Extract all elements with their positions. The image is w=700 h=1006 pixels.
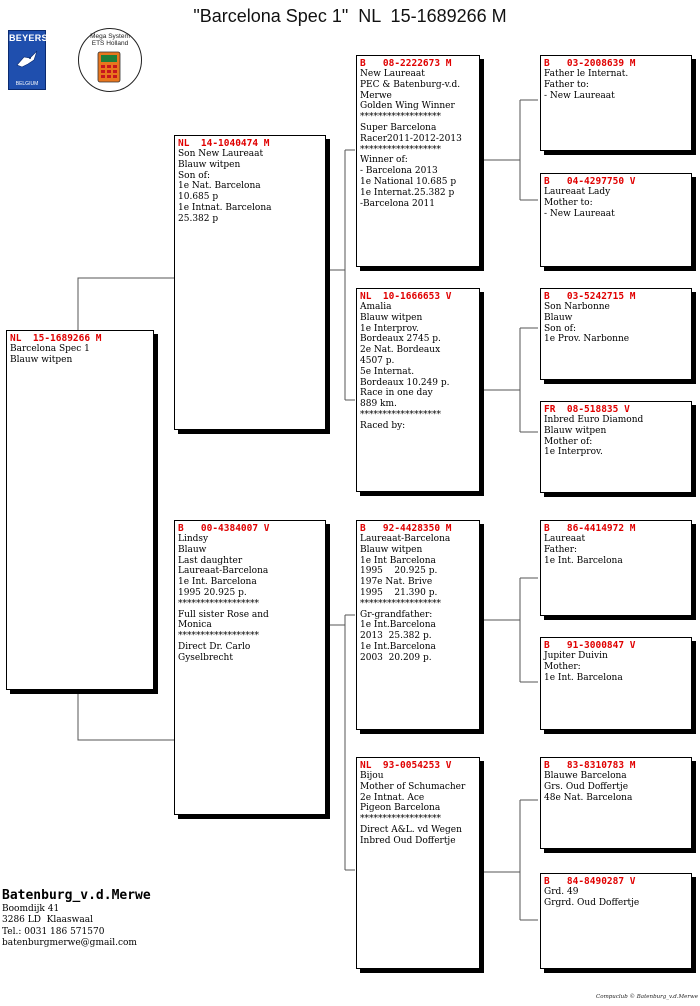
pedigree-box-gg8: B 84-8490287 V Grd. 49 Grgrd. Oud Doffer… bbox=[540, 873, 692, 969]
ring-number: B 84-8490287 V bbox=[544, 876, 636, 887]
pedigree-box-gg3: B 03-5242715 M Son Narbonne Blauw Son of… bbox=[540, 288, 692, 380]
pigeon-details: Lindsy Blauw Last daughter Laureaat-Barc… bbox=[178, 534, 269, 663]
ring-number: B 91-3000847 V bbox=[544, 640, 636, 651]
mega-logo-line2: ETS Holland bbox=[91, 40, 129, 47]
pedigree-box-subject: NL 15-1689266 M Barcelona Spec 1 Blauw w… bbox=[6, 330, 154, 690]
ring-number: NL 14-1040474 M bbox=[178, 138, 270, 149]
pigeon-details: Laureaat Lady Mother to: - New Laureaat bbox=[544, 187, 615, 219]
ring-number: NL 10-1666653 V bbox=[360, 291, 452, 302]
mega-logo-line1: Mega System bbox=[90, 33, 130, 40]
pedigree-box-sire: NL 14-1040474 M Son New Laureaat Blauw w… bbox=[174, 135, 326, 430]
pigeon-details: Son New Laureaat Blauw witpen Son of: 1e… bbox=[178, 149, 272, 224]
ring-number: B 03-2008639 M bbox=[544, 58, 636, 69]
owner-email: batenburgmerwe@gmail.com bbox=[2, 938, 137, 949]
ring-number: B 86-4414972 M bbox=[544, 523, 636, 534]
pigeon-details: Laureaat-Barcelona Blauw witpen 1e Int B… bbox=[360, 534, 451, 663]
pigeon-details: Laureaat Father: 1e Int. Barcelona bbox=[544, 534, 623, 566]
pedigree-box-dam: B 00-4384007 V Lindsy Blauw Last daughte… bbox=[174, 520, 326, 815]
owner-address: Boomdijk 41 bbox=[2, 904, 60, 914]
ring-number: B 00-4384007 V bbox=[178, 523, 270, 534]
beyers-logo-text: BEYERS bbox=[9, 33, 48, 43]
ring-number: NL 15-1689266 M bbox=[10, 333, 102, 344]
pigeon-details: Inbred Euro Diamond Blauw witpen Mother … bbox=[544, 415, 644, 458]
ring-number: FR 08-518835 V bbox=[544, 404, 630, 415]
pedigree-box-gg2: B 04-4297750 V Laureaat Lady Mother to: … bbox=[540, 173, 692, 267]
pedigree-box-gg1: B 03-2008639 M Father le Internat. Fathe… bbox=[540, 55, 692, 151]
owner-phone: Tel.: 0031 186 571570 bbox=[2, 926, 105, 937]
pedigree-box-gg7: B 83-8310783 M Blauwe Barcelona Grs. Oud… bbox=[540, 757, 692, 849]
pedigree-box-grand-sire-maternal: B 92-4428350 M Laureaat-Barcelona Blauw … bbox=[356, 520, 480, 730]
pigeon-details: Jupiter Duivin Mother: 1e Int. Barcelona bbox=[544, 651, 623, 683]
pedigree-box-gg5: B 86-4414972 M Laureaat Father: 1e Int. … bbox=[540, 520, 692, 616]
pigeon-icon bbox=[16, 50, 38, 68]
pigeon-details: Blauwe Barcelona Grs. Oud Doffertje 48e … bbox=[544, 771, 633, 803]
pigeon-details: Son Narbonne Blauw Son of: 1e Prov. Narb… bbox=[544, 302, 630, 345]
mega-system-logo: Mega System ETS Holland bbox=[78, 28, 142, 92]
ring-number: B 03-5242715 M bbox=[544, 291, 636, 302]
pedigree-box-grand-dam-maternal: NL 93-0054253 V Bijou Mother of Schumach… bbox=[356, 757, 480, 969]
pigeon-details: Barcelona Spec 1 Blauw witpen bbox=[10, 344, 90, 365]
owner-name: Batenburg_v.d.Merwe bbox=[2, 888, 151, 903]
footer-credit: Compuclub © Batenburg_v.d.Merwe bbox=[596, 994, 698, 1000]
pedigree-box-grand-sire-paternal: B 08-2222673 M New Laureaat PEC & Batenb… bbox=[356, 55, 480, 267]
pigeon-details: Amalia Blauw witpen 1e Interprov. Bordea… bbox=[360, 302, 450, 431]
ring-number: B 92-4428350 M bbox=[360, 523, 452, 534]
timing-device-icon bbox=[97, 51, 121, 83]
owner-info: Batenburg_v.d.Merwe Boomdijk 41 3286 LD … bbox=[2, 888, 222, 950]
ring-number: B 83-8310783 M bbox=[544, 760, 636, 771]
pedigree-box-gg4: FR 08-518835 V Inbred Euro Diamond Blauw… bbox=[540, 401, 692, 493]
owner-city: 3286 LD Klaaswaal bbox=[2, 915, 93, 926]
pigeon-details: Father le Internat. Father to: - New Lau… bbox=[544, 69, 629, 101]
page-title: "Barcelona Spec 1" NL 15-1689266 M bbox=[193, 6, 507, 26]
beyers-logo-subtext: BELGIUM bbox=[15, 81, 39, 87]
pedigree-box-gg6: B 91-3000847 V Jupiter Duivin Mother: 1e… bbox=[540, 637, 692, 730]
ring-number: NL 93-0054253 V bbox=[360, 760, 452, 771]
pedigree-box-grand-dam-paternal: NL 10-1666653 V Amalia Blauw witpen 1e I… bbox=[356, 288, 480, 492]
ring-number: B 04-4297750 V bbox=[544, 176, 636, 187]
pigeon-details: Grd. 49 Grgrd. Oud Doffertje bbox=[544, 887, 640, 908]
pigeon-details: New Laureaat PEC & Batenburg-v.d. Merwe … bbox=[360, 69, 462, 209]
beyers-logo: BEYERS BELGIUM bbox=[8, 30, 48, 90]
pigeon-details: Bijou Mother of Schumacher 2e Intnat. Ac… bbox=[360, 771, 466, 846]
ring-number: B 08-2222673 M bbox=[360, 58, 452, 69]
